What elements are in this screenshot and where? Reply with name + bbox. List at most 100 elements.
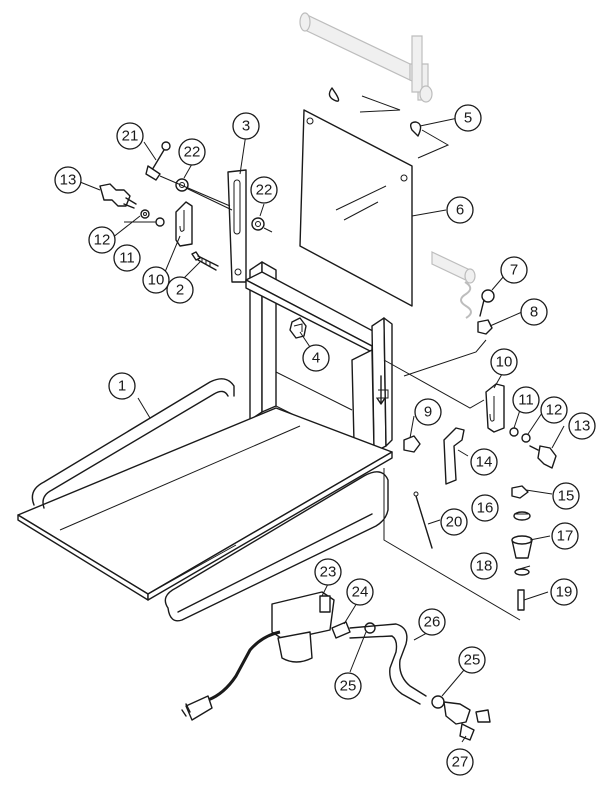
callout-10-left: 10: [142, 266, 170, 294]
knob-part13-right: [529, 445, 557, 469]
plug: [181, 695, 213, 721]
callout-23-label: 23: [320, 564, 337, 581]
callout-21-label: 21: [122, 128, 139, 145]
hose-part26: [349, 623, 427, 705]
callout-25-right-label: 25: [464, 652, 481, 669]
callout-27: 27: [446, 748, 474, 776]
lock-washer-part12-right: [521, 433, 531, 443]
callout-22-left-label: 22: [184, 144, 201, 161]
callout-20: 20: [440, 508, 468, 536]
callout-10-right: 10: [490, 348, 518, 376]
callout-25-left-label: 25: [340, 678, 357, 695]
callout-12-left: 12: [88, 226, 116, 254]
callout-26-label: 26: [424, 614, 441, 631]
callout-5-label: 5: [464, 110, 472, 127]
callout-19-label: 19: [556, 584, 573, 601]
callout-12-right: 12: [540, 396, 568, 424]
callout-16: 16: [471, 494, 499, 522]
callout-8-label: 8: [530, 304, 538, 321]
clip-part15: [511, 485, 529, 499]
callout-14-label: 14: [476, 454, 493, 471]
power-cord: [207, 630, 281, 702]
hose-clamp-part25-left: [364, 622, 376, 634]
motor-part23: [271, 591, 335, 663]
callout-11-left: 11: [113, 244, 141, 272]
callout-11-left-label: 11: [119, 250, 135, 267]
ball-pin-part21: [145, 141, 171, 181]
callout-26: 26: [418, 608, 446, 636]
screw-part19: [517, 589, 525, 611]
mounting-rod-top: [299, 12, 433, 103]
hook-bracket-left: [175, 201, 193, 247]
hose-clamp-part25-right: [431, 695, 445, 709]
callout-15-label: 15: [558, 488, 575, 505]
callout-18-label: 18: [476, 558, 493, 575]
callout-22-right-label: 22: [256, 182, 273, 199]
callout-27-label: 27: [452, 754, 469, 771]
callout-21: 21: [116, 122, 144, 150]
hose-background: [431, 251, 476, 319]
washer-part11-left: [155, 217, 165, 227]
callout-1: 1: [108, 372, 136, 400]
bracket-part14: [443, 427, 465, 485]
callout-4-label: 4: [312, 350, 320, 367]
callout-11-right: 11: [512, 386, 540, 414]
fitting-part24: [331, 621, 351, 639]
y-fitting-part27: [443, 701, 491, 741]
callout-3: 3: [232, 112, 260, 140]
callout-19: 19: [550, 578, 578, 606]
lock-washer-part12-left: [140, 209, 150, 219]
callout-8: 8: [520, 298, 548, 326]
washer-part18: [514, 568, 530, 576]
hairpin-clip-lower: [409, 121, 422, 137]
screw-part2: [191, 251, 219, 271]
knob-part13-left: [99, 183, 137, 209]
callout-2-label: 2: [176, 282, 184, 299]
callout-16-label: 16: [477, 500, 494, 517]
callout-6-label: 6: [456, 202, 464, 219]
callout-24-label: 24: [352, 584, 369, 601]
callout-23: 23: [314, 558, 342, 586]
pin-part20: [415, 495, 433, 549]
washer-part11-right: [509, 427, 519, 437]
nut-part9: [403, 435, 421, 453]
callout-20-label: 20: [446, 514, 463, 531]
callout-13-left-label: 13: [60, 172, 77, 189]
hook-bracket-right: [485, 383, 505, 433]
callout-22-left: 22: [178, 138, 206, 166]
callout-7: 7: [500, 256, 528, 284]
washer-part22-right: [251, 217, 265, 231]
hairpin-clip-upper: [328, 87, 340, 102]
callout-25-right: 25: [458, 646, 486, 674]
callout-4: 4: [302, 344, 330, 372]
callout-13-left: 13: [54, 166, 82, 194]
callout-10-left-label: 10: [148, 272, 165, 289]
callout-22-right: 22: [250, 176, 278, 204]
tray-base: [17, 378, 393, 622]
main-frame: [245, 261, 393, 469]
callout-24: 24: [346, 578, 374, 606]
callout-9-label: 9: [424, 404, 432, 421]
callout-12-right-label: 12: [546, 402, 563, 419]
callout-12-left-label: 12: [94, 232, 111, 249]
callout-13-right-label: 13: [574, 418, 591, 435]
callout-2: 2: [166, 276, 194, 304]
callout-13-right: 13: [568, 412, 596, 440]
callout-18: 18: [470, 552, 498, 580]
callout-9: 9: [414, 398, 442, 426]
bumper-part17: [511, 535, 533, 559]
callout-3-label: 3: [242, 118, 250, 135]
nut-part4: [289, 317, 307, 339]
vertical-bracket-arm: [227, 169, 247, 283]
callout-7-label: 7: [510, 262, 518, 279]
callout-14: 14: [470, 448, 498, 476]
eye-bolt-part7: [479, 289, 495, 317]
cover-plate: [299, 109, 413, 307]
callout-11-right-label: 11: [518, 392, 534, 409]
callout-6: 6: [446, 196, 474, 224]
callout-10-right-label: 10: [496, 354, 513, 371]
callout-15: 15: [552, 482, 580, 510]
callout-25-left: 25: [334, 672, 362, 700]
callout-1-label: 1: [118, 378, 126, 395]
